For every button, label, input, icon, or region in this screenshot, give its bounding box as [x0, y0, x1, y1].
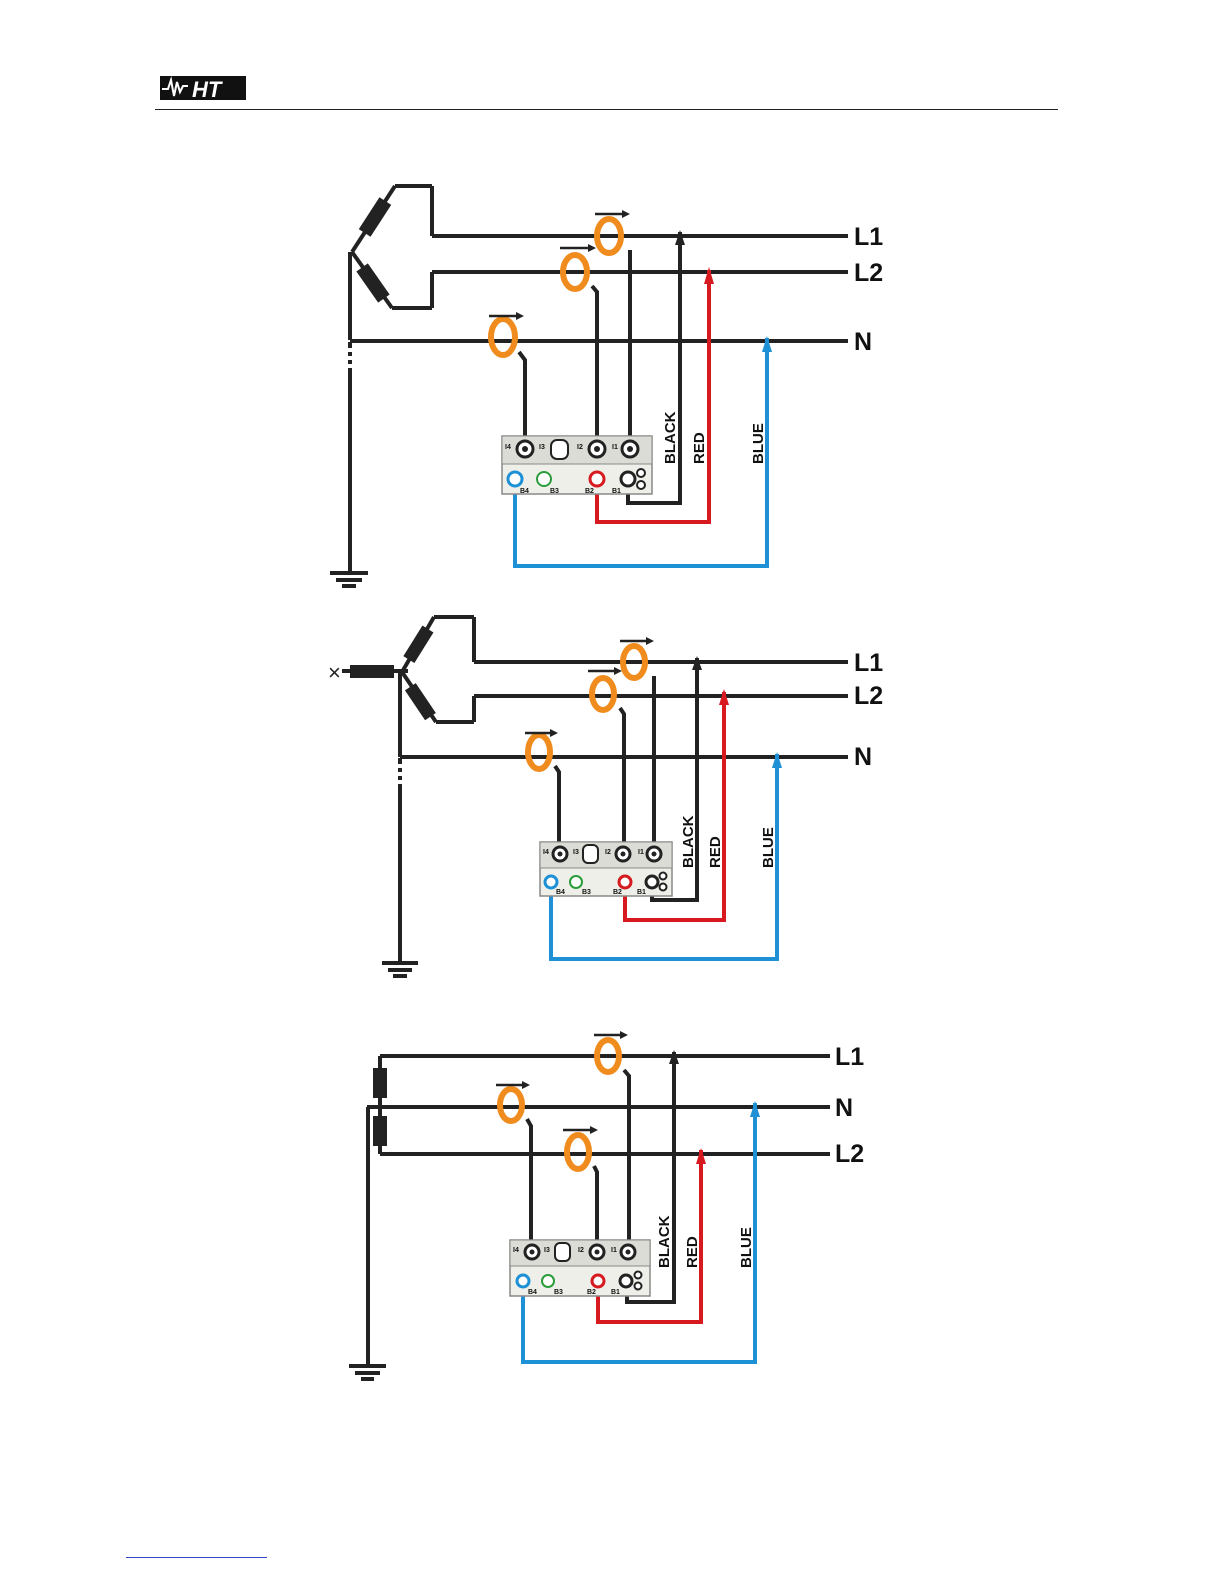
input-label-b1: B1: [637, 889, 646, 896]
input-label-i2: I2: [605, 849, 611, 856]
input-label-b4: B4: [528, 1289, 537, 1296]
input-label-i3: I3: [539, 444, 545, 451]
input-label-b2: B2: [585, 488, 594, 495]
input-label-b3: B3: [554, 1289, 563, 1296]
current-clamp-icon: [525, 637, 654, 769]
label-line-2: L2: [854, 259, 883, 287]
input-label-i2: I2: [578, 1247, 584, 1254]
label-line-3: N: [854, 328, 872, 356]
footer-link-underline: [126, 1557, 267, 1558]
input-label-i4: I4: [543, 849, 549, 856]
cable-label-black: BLACK: [662, 411, 679, 464]
input-label-i3: I3: [544, 1247, 550, 1254]
input-label-i1: I1: [638, 849, 644, 856]
diagram-split-phase-system: L1 N L2 BLACK RED BLUE I4 I3 I2 I1 B4 B3: [0, 1020, 1224, 1390]
input-label-b1: B1: [612, 488, 621, 495]
input-label-i4: I4: [513, 1247, 519, 1254]
label-line-2: N: [835, 1094, 853, 1122]
input-label-i3: I3: [573, 849, 579, 856]
input-label-i1: I1: [611, 1247, 617, 1254]
diagram-star-system: L1 L2 N BLACK RED BLUE I4 I3 I2 I1: [0, 170, 1224, 600]
input-label-b1: B1: [611, 1289, 620, 1296]
ground-icon: [330, 342, 368, 586]
cable-label-red: RED: [707, 836, 724, 868]
current-clamp-icon: [489, 210, 630, 355]
ground-icon: [382, 758, 418, 976]
instrument-inputs: I4 I3 I2 I1 B4 B3 B2 B1: [502, 436, 652, 495]
input-label-b3: B3: [550, 488, 559, 495]
input-label-b3: B3: [582, 889, 591, 896]
diagram-star-system-grounded: × L1 L2 N BL: [0, 600, 1224, 990]
input-label-i1: I1: [612, 444, 618, 451]
logo-text: HT: [192, 77, 223, 102]
input-label-b2: B2: [587, 1289, 596, 1296]
cable-label-blue: BLUE: [750, 423, 767, 464]
label-line-1: L1: [854, 649, 883, 677]
cable-label-red: RED: [684, 1236, 701, 1268]
ht-logo: HT ®: [160, 74, 248, 102]
input-label-b2: B2: [613, 889, 622, 896]
input-label-b4: B4: [520, 488, 529, 495]
cable-label-red: RED: [691, 432, 708, 464]
input-label-i4: I4: [505, 444, 511, 451]
input-label-b4: B4: [556, 889, 565, 896]
instrument-inputs: I4 I3 I2 I1 B4 B3 B2 B1: [510, 1240, 650, 1296]
registered-mark: ®: [240, 76, 245, 83]
label-line-1: L1: [854, 223, 883, 251]
label-line-2: L2: [854, 682, 883, 710]
svg-text:×: ×: [328, 660, 341, 685]
transformer-winding-icon: ×: [328, 617, 848, 757]
label-line-3: L2: [835, 1140, 864, 1168]
label-line-3: N: [854, 743, 872, 771]
cable-label-blue: BLUE: [738, 1227, 755, 1268]
cable-label-blue: BLUE: [760, 827, 777, 868]
cable-label-black: BLACK: [680, 815, 697, 868]
transformer-winding-icon: [367, 1056, 830, 1154]
current-clamp-icon: [496, 1031, 628, 1169]
input-label-i2: I2: [577, 444, 583, 451]
instrument-inputs: I4 I3 I2 I1 B4 B3 B2 B1: [540, 842, 672, 896]
cable-label-black: BLACK: [656, 1215, 673, 1268]
label-line-1: L1: [835, 1043, 864, 1071]
header-rule: [155, 109, 1058, 110]
